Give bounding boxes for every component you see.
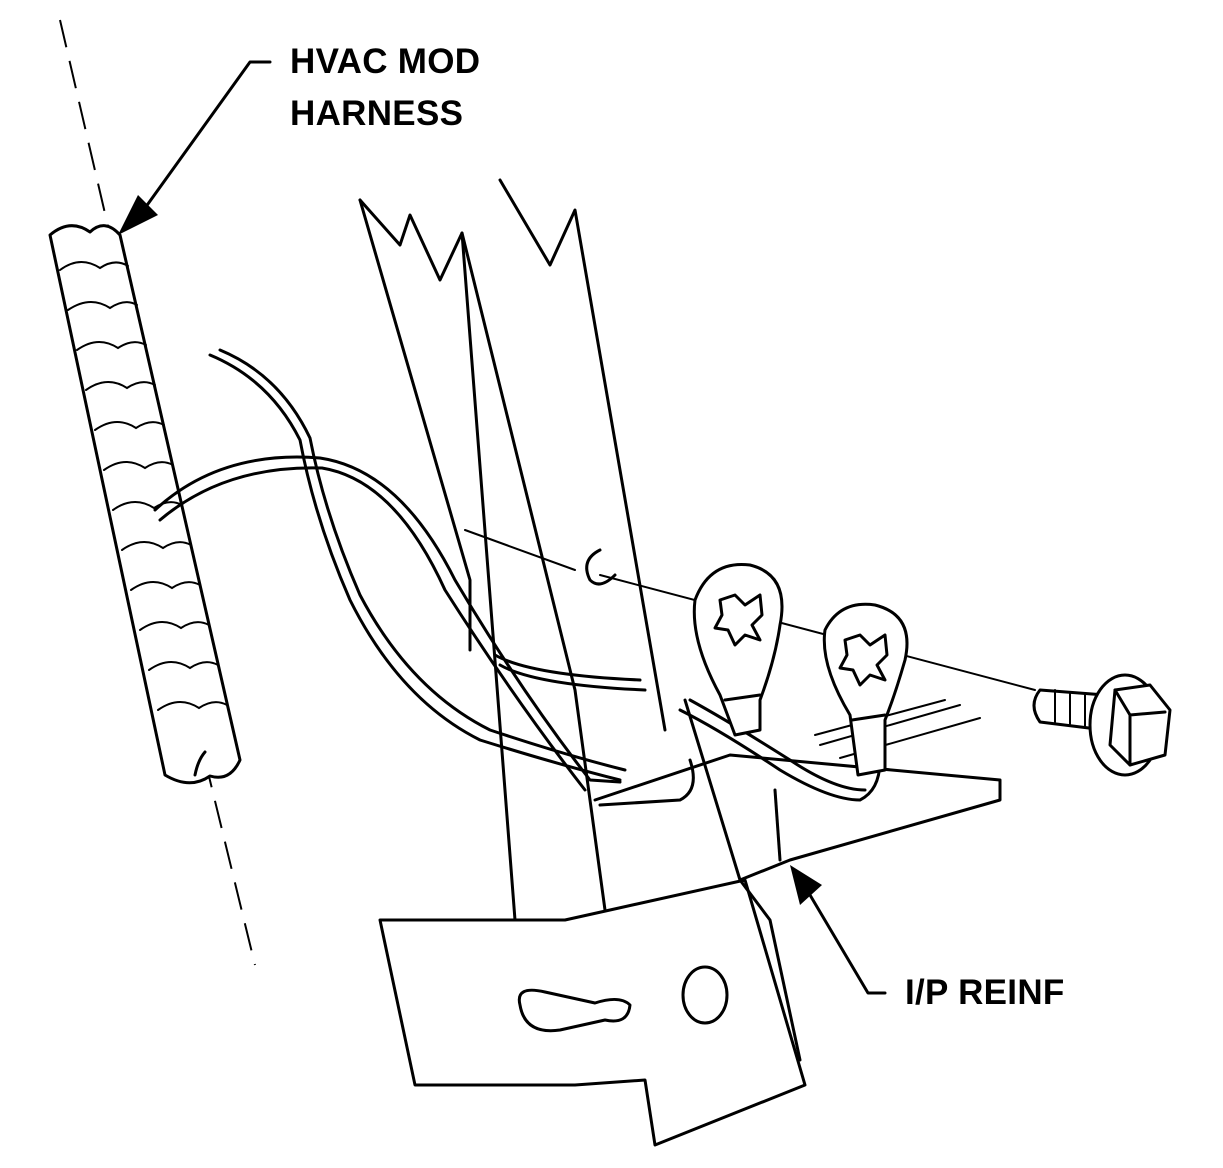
ground-wire	[153, 348, 882, 807]
harness-centerline	[59, 19, 256, 966]
hvac-harness-icon	[48, 224, 242, 785]
hvac-label-line2: HARNESS	[290, 94, 464, 133]
hex-flange-bolt-icon	[1032, 673, 1172, 777]
hvac-leader	[118, 60, 272, 235]
leader-arrowhead-icon	[118, 195, 158, 235]
ip-reinf-label: I/P REINF	[905, 967, 1065, 1019]
ip-leader	[790, 865, 887, 995]
ip-reinforcement-bracket	[358, 178, 1002, 1147]
hvac-label-line1: HVAC MOD	[290, 42, 481, 81]
leader-arrowhead-icon	[790, 865, 822, 905]
hvac-mod-harness-label: HVAC MOD HARNESS	[290, 36, 480, 140]
ring-terminal-icon	[692, 562, 784, 737]
ip-reinf-label-text: I/P REINF	[905, 973, 1065, 1012]
bolt-axis	[464, 529, 1036, 691]
ring-terminal-icon	[822, 602, 909, 777]
